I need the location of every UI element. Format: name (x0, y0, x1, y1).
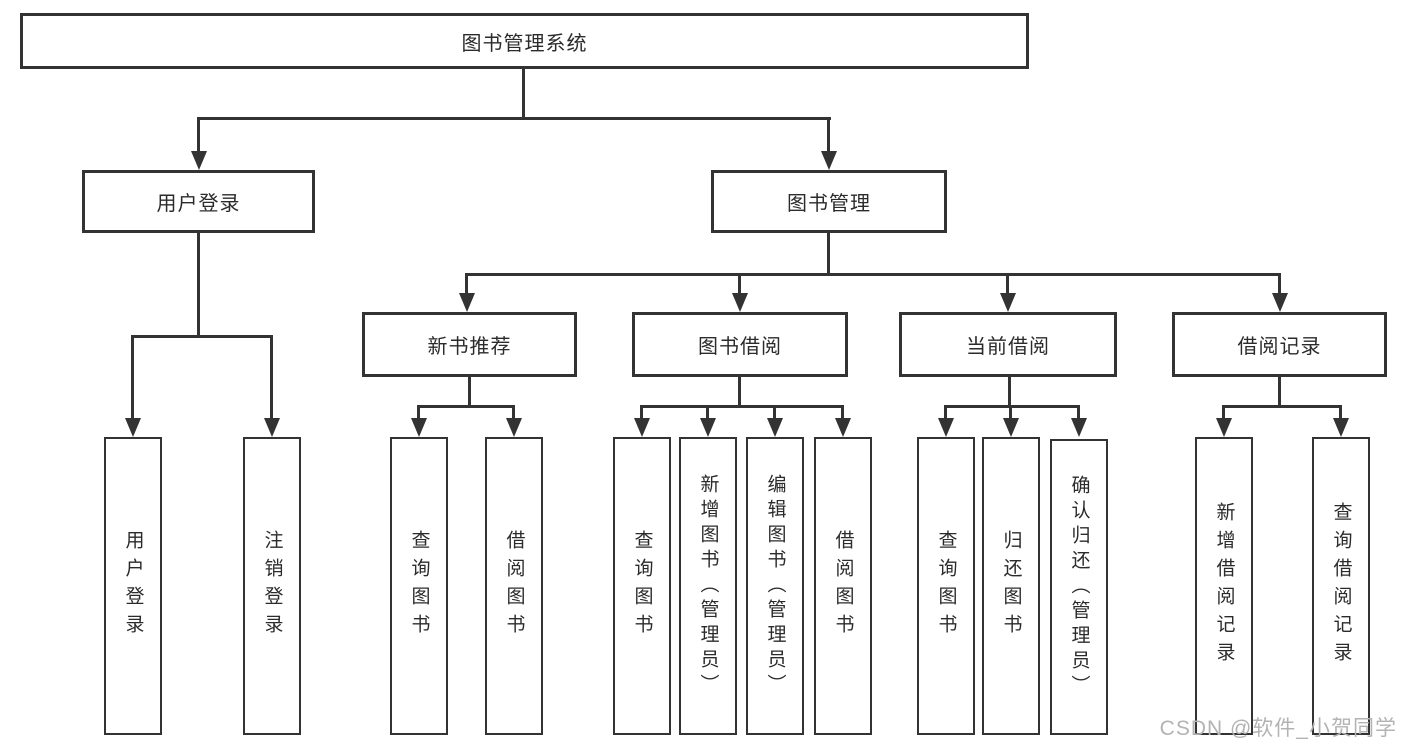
arrow-to-current-borrow (1006, 273, 1009, 293)
node-book-mgmt: 图书管理 (711, 170, 947, 233)
arrow-to-leaf-return-book (1009, 405, 1012, 418)
arrow-to-leaf-logout (270, 335, 273, 418)
arrow-to-leaf-borrow-book-rec (512, 405, 515, 418)
node-new-book-rec-label: 新书推荐 (427, 336, 512, 358)
connector-borrow-records-branch (1222, 405, 1342, 408)
node-borrow-records-label: 借阅记录 (1237, 336, 1322, 358)
arrow-to-leaf-query-record (1339, 405, 1342, 418)
leaf-node-query-record: 查询借阅记录 (1312, 437, 1370, 735)
connector-book-mgmt-stub (827, 231, 830, 273)
node-user-login: 用户登录 (82, 170, 315, 233)
leaf-borrow-book-label: 借阅图书 (832, 530, 854, 642)
leaf-return-book-label: 归还图书 (1000, 530, 1022, 642)
leaf-confirm-return-label: 确认归还（管理员） (1068, 474, 1090, 700)
arrow-to-borrow-records (1278, 273, 1281, 293)
connector-book-mgmt-branch (465, 273, 1281, 276)
node-borrow-records: 借阅记录 (1172, 312, 1387, 377)
arrow-to-leaf-confirm-return (1077, 405, 1080, 418)
arrow-to-leaf-user-login (131, 335, 134, 418)
connector-user-login-stub (197, 231, 200, 335)
leaf-node-add-book: 新增图书（管理员） (679, 437, 737, 735)
connector-user-login-branch (131, 335, 273, 338)
leaf-node-logout: 注销登录 (243, 437, 301, 735)
arrow-to-leaf-add-record (1222, 405, 1225, 418)
leaf-node-query-book-current: 查询图书 (917, 437, 975, 735)
arrow-to-new-book-rec (465, 273, 468, 293)
leaf-add-book-label: 新增图书（管理员） (697, 473, 719, 699)
leaf-user-login-label: 用户登录 (122, 530, 144, 642)
leaf-query-book-current-label: 查询图书 (935, 530, 957, 642)
leaf-node-confirm-return: 确认归还（管理员） (1050, 439, 1108, 735)
arrow-to-leaf-borrow-book (841, 405, 844, 418)
node-user-login-label: 用户登录 (156, 193, 241, 215)
arrow-to-book-borrow (738, 273, 741, 293)
node-root: 图书管理系统 (20, 13, 1029, 69)
leaf-query-book-rec-label: 查询图书 (408, 530, 430, 642)
leaf-edit-book-label: 编辑图书（管理员） (764, 473, 786, 699)
leaf-query-book-borrow-label: 查询图书 (631, 530, 653, 642)
leaf-node-user-login: 用户登录 (104, 437, 162, 735)
arrow-to-leaf-query-book-rec (417, 405, 420, 418)
node-current-borrow-label: 当前借阅 (966, 336, 1050, 358)
leaf-add-record-label: 新增借阅记录 (1213, 502, 1235, 670)
arrow-to-book-mgmt (827, 117, 830, 151)
connector-new-book-rec-stub (468, 375, 471, 405)
csdn-watermark: CSDN @软件_小贺同学 (1159, 717, 1397, 740)
leaf-node-edit-book: 编辑图书（管理员） (746, 437, 804, 735)
arrow-to-leaf-query-book-borrow (640, 405, 643, 418)
leaf-node-borrow-book: 借阅图书 (814, 437, 872, 735)
node-book-borrow-label: 图书借阅 (698, 336, 782, 358)
leaf-borrow-book-rec-label: 借阅图书 (503, 530, 525, 642)
connector-book-borrow-branch (640, 405, 844, 408)
node-root-label: 图书管理系统 (461, 32, 588, 55)
arrow-to-leaf-add-book (706, 405, 709, 418)
connector-root-stub (522, 67, 525, 118)
node-new-book-rec: 新书推荐 (362, 312, 577, 377)
node-current-borrow: 当前借阅 (899, 312, 1117, 377)
connector-root-branch (198, 117, 831, 120)
leaf-node-query-book-borrow: 查询图书 (613, 437, 671, 735)
node-book-borrow: 图书借阅 (632, 312, 848, 377)
connector-current-borrow-stub (1008, 375, 1011, 405)
leaf-node-query-book-rec: 查询图书 (390, 437, 448, 735)
connector-book-borrow-stub (738, 375, 741, 405)
leaf-logout-label: 注销登录 (261, 530, 283, 642)
connector-new-book-rec-branch (417, 405, 515, 408)
arrow-to-leaf-edit-book (773, 405, 776, 418)
connector-current-borrow-branch (944, 405, 1080, 408)
leaf-node-add-record: 新增借阅记录 (1195, 437, 1253, 735)
arrow-to-leaf-query-book-current (944, 405, 947, 418)
arrow-to-user-login (197, 117, 200, 151)
leaf-node-return-book: 归还图书 (982, 437, 1040, 735)
connector-borrow-records-stub (1278, 375, 1281, 405)
leaf-node-borrow-book-rec: 借阅图书 (485, 437, 543, 735)
leaf-query-record-label: 查询借阅记录 (1330, 502, 1352, 670)
node-book-mgmt-label: 图书管理 (787, 193, 871, 215)
